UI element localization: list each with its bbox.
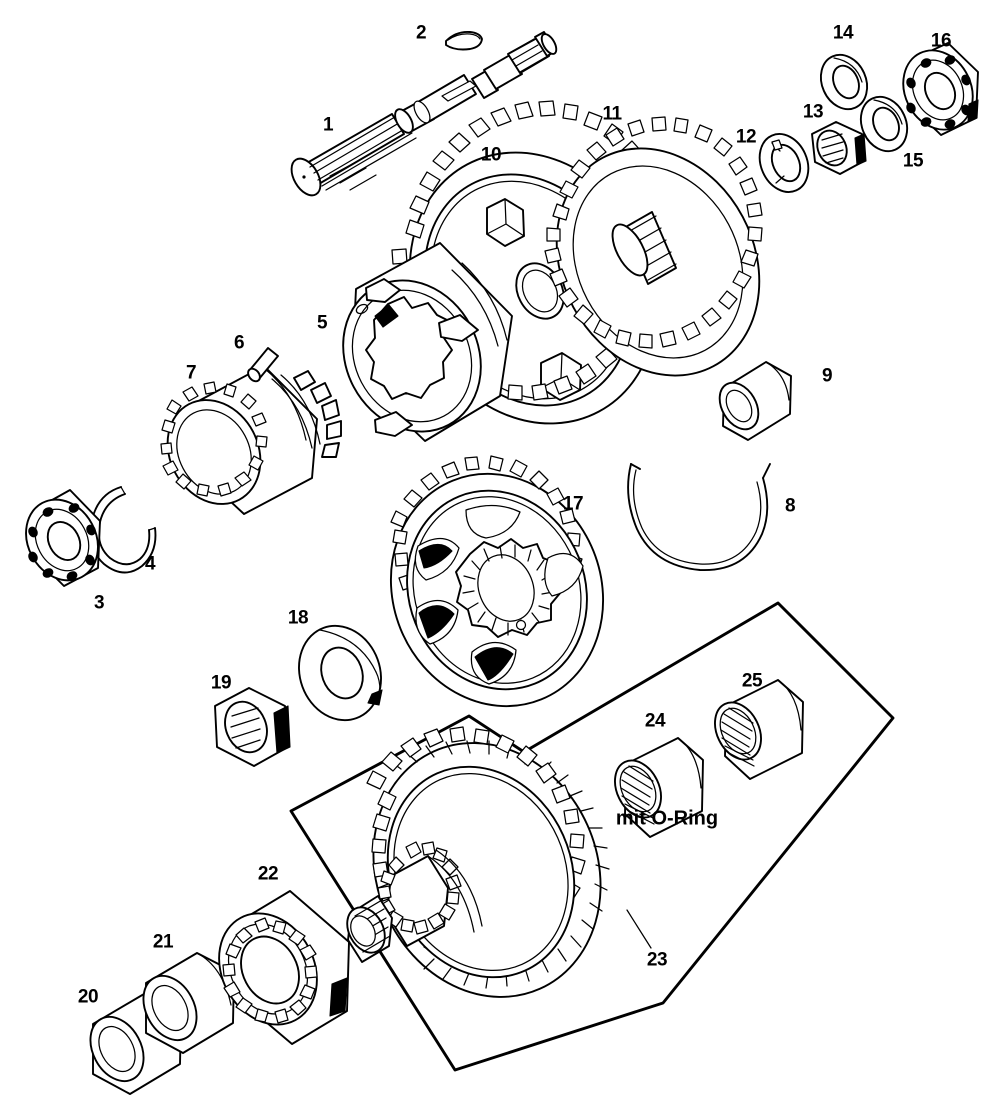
callout-22: 22 [257,863,279,885]
needle-rollers [620,765,655,825]
part-13-hex-nut [811,121,867,175]
callout-8: 8 [784,495,796,517]
part-15-shim-washer [859,95,909,153]
sprocket-hub-splines [462,544,554,636]
callout-13: 13 [802,101,824,123]
callout-11: 11 [602,103,622,125]
callout-2: 2 [415,22,427,44]
part-16-ball-bearing [902,42,979,136]
callout-15: 15 [902,150,924,172]
callout-5: 5 [316,312,328,334]
part-23-layshaft-gear [346,726,610,998]
gear-11-teeth [544,116,763,349]
callout-4: 4 [144,553,156,575]
callout-20: 20 [77,986,99,1008]
part-21-spacer-sleeve [142,952,235,1054]
part-4-circlip [89,486,157,574]
leader-lines [626,909,652,949]
gear-7-teeth [160,381,268,497]
note-mit-o-ring: mit O-Ring [615,807,719,830]
callout-18: 18 [287,607,309,629]
part-24-needle-bearing [614,737,704,838]
callout-1: 1 [322,114,334,136]
part-18-tab-washer [298,624,383,722]
callout-19: 19 [210,672,232,694]
callout-12: 12 [735,126,757,148]
callout-9: 9 [821,365,833,387]
part-5-dog-clutch [342,242,513,442]
part-12-lock-washer [758,133,810,193]
part-19-hex-nut [214,687,291,767]
callout-24: 24 [644,710,666,732]
part-3-ball-bearing [25,489,101,587]
callout-7: 7 [185,362,197,384]
part-7-sliding-gear [160,365,342,515]
part-8-wire-retaining-spring [627,463,771,571]
callout-21: 21 [152,931,174,953]
callout-17: 17 [562,493,584,515]
callout-16: 16 [930,30,952,52]
gear-11-hub [611,211,677,285]
bearing-balls [28,503,96,581]
callout-10: 10 [480,144,502,166]
part-17-chain-sprocket [389,455,605,708]
part-1-main-shaft [290,31,558,197]
part-22-roller-bearing [218,890,350,1045]
part-11-gear-rear [544,116,763,377]
part-2-woodruff-key [445,30,483,51]
callout-6: 6 [233,332,245,354]
part-25-needle-bearing [714,679,804,780]
callout-3: 3 [93,592,105,614]
inset-boundary-box [289,601,895,1072]
part-14-shim-washer [819,53,869,111]
part-9-spacer-bush [718,361,792,441]
callout-14: 14 [832,22,854,44]
callout-25: 25 [741,670,763,692]
part-6-locating-pin [247,347,279,383]
bearing-rollers [222,917,318,1024]
callout-23: 23 [646,949,668,971]
